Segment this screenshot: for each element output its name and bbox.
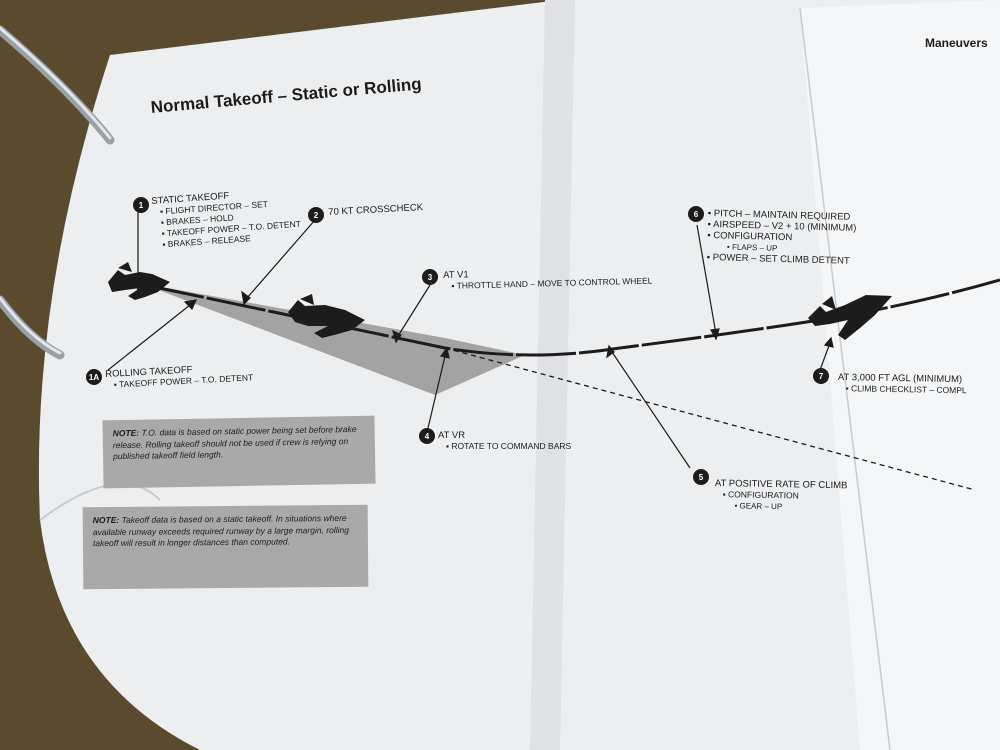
aircraft-icon (288, 294, 365, 338)
step-badge: 5 (693, 469, 709, 485)
takeoff-path (144, 278, 1000, 357)
step-badge: 2 (308, 207, 324, 223)
step-badge: 3 (422, 269, 438, 285)
runway-shadow (140, 283, 525, 395)
step-badge: 1A (86, 369, 102, 385)
step-badge: 1 (133, 197, 149, 213)
note-box: NOTE: T.O. data is based on static power… (102, 415, 376, 489)
step-7-text: AT 3,000 FT AGL (MINIMUM) ▪ CLIMB CHECKL… (837, 372, 967, 396)
page-fold-line (799, 7, 891, 750)
dashed-extension-line (444, 347, 976, 491)
gutter-shadow (530, 0, 575, 750)
aircraft-icon (808, 295, 892, 340)
step-5-text: AT POSITIVE RATE OF CLIMB ▪ CONFIGURATIO… (714, 478, 848, 512)
page-header: Maneuvers (925, 36, 988, 50)
step-4-text: AT VR ▪ ROTATE TO COMMAND BARS (438, 430, 572, 451)
step-6-text: ▪ PITCH – MAINTAIN REQUIRED ▪ AIRSPEED –… (706, 208, 857, 267)
step-1-text: STATIC TAKEOFF ▪ FLIGHT DIRECTOR – SET ▪… (151, 190, 302, 250)
aircraft-icon (108, 262, 170, 300)
step-badge: 4 (419, 428, 435, 444)
step-badge: 6 (688, 206, 704, 222)
note-box: NOTE: Takeoff data is based on a static … (82, 504, 369, 590)
folded-page (800, 0, 1000, 750)
step-badge: 7 (813, 368, 829, 384)
